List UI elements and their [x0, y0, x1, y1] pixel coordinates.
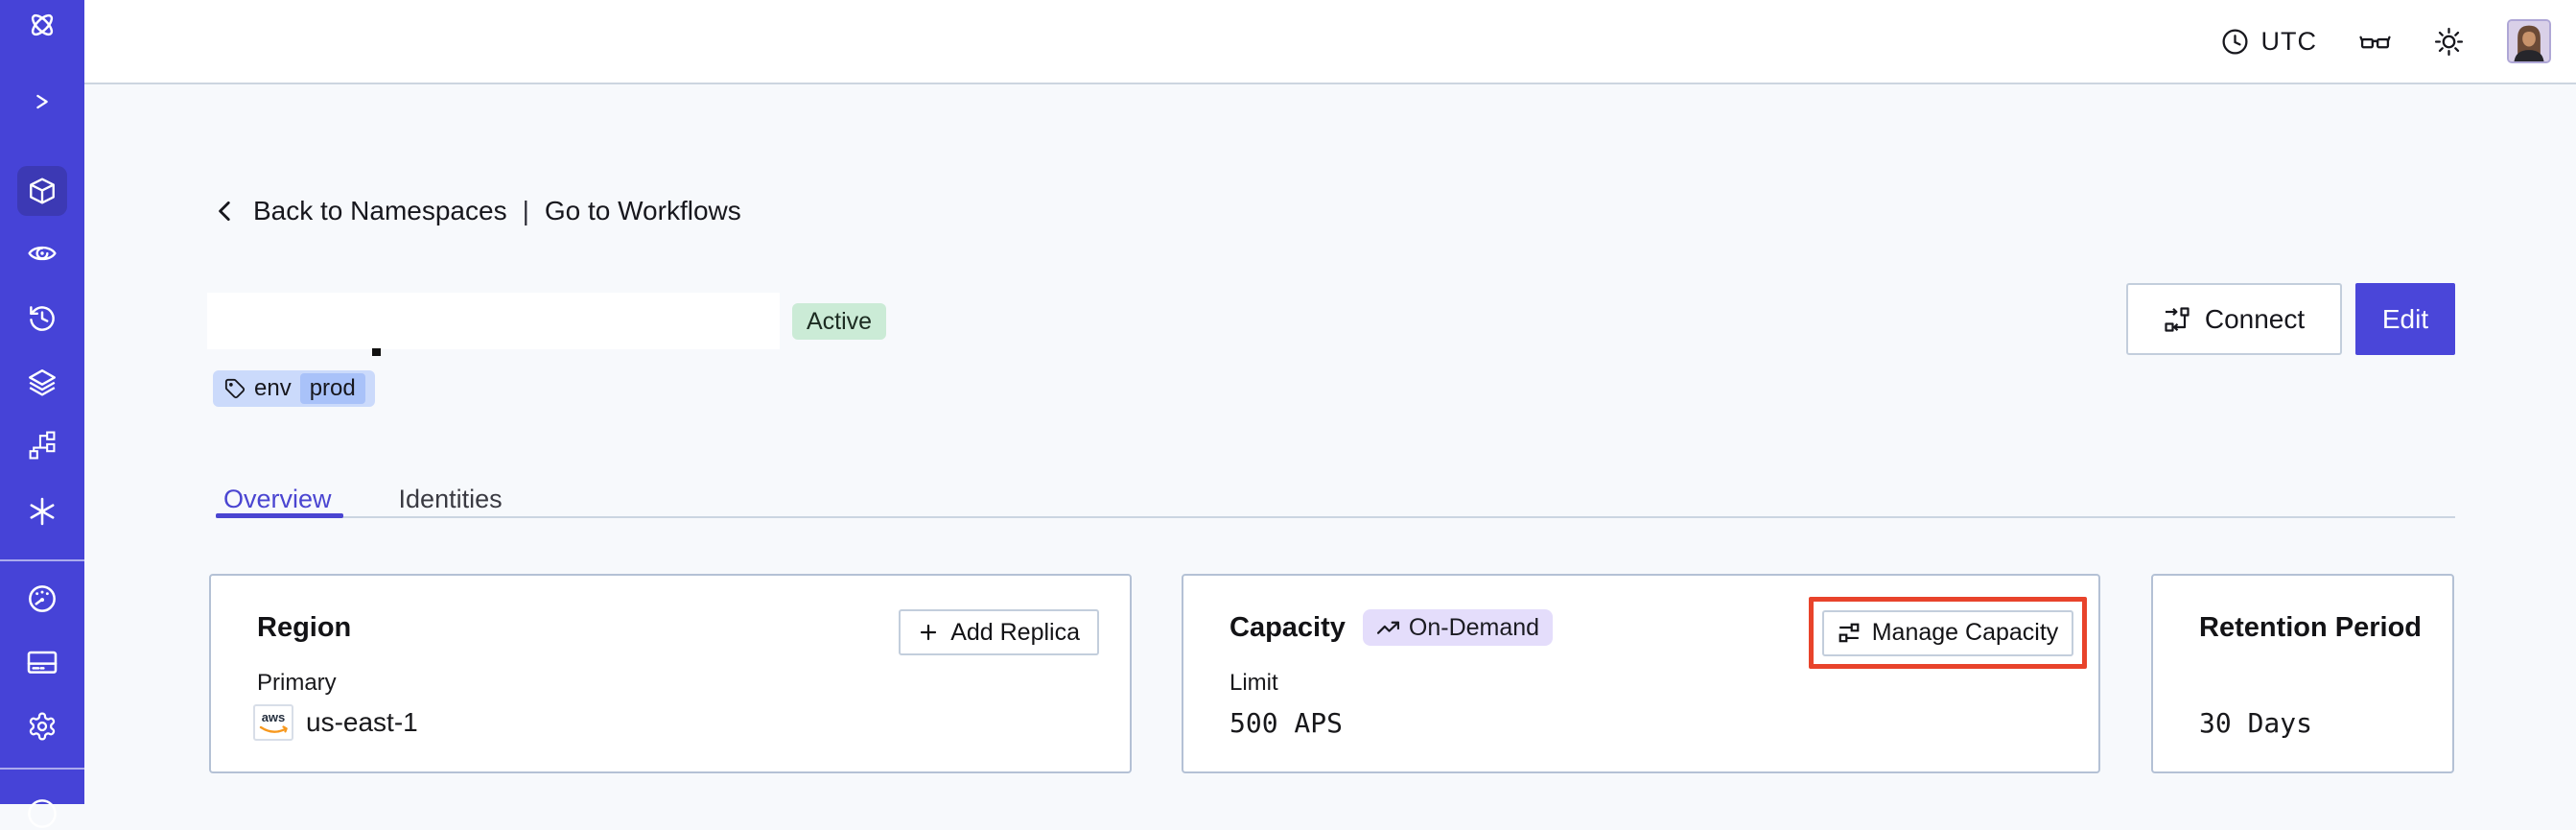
tab-overview[interactable]: Overview — [223, 485, 332, 513]
namespace-tag: env prod — [213, 370, 375, 407]
temporal-logo-icon[interactable] — [27, 10, 58, 40]
status-badge: Active — [792, 303, 887, 340]
active-tab-underline — [216, 513, 343, 518]
capacity-value-row: 500 APS — [1229, 703, 1343, 742]
usage-gauge-icon[interactable] — [27, 583, 58, 614]
manage-capacity-button[interactable]: Manage Capacity — [1822, 609, 2073, 656]
ondemand-badge-label: On-Demand — [1408, 613, 1540, 641]
aws-logo-text: aws — [262, 710, 286, 724]
chevron-left-icon — [213, 199, 238, 224]
billing-card-icon[interactable] — [27, 647, 58, 677]
retention-value: 30 Days — [2199, 706, 2313, 739]
capacity-card-title: Capacity — [1229, 611, 1346, 643]
namespace-title-redacted — [207, 293, 780, 349]
back-to-namespaces-link[interactable]: Back to Namespaces — [253, 196, 507, 225]
trending-up-icon — [1376, 616, 1400, 640]
capacity-card: Capacity On-Demand Manage Capacity Limit… — [1182, 574, 2100, 773]
action-highlight-annotation: Manage Capacity — [1809, 597, 2087, 669]
add-replica-button[interactable]: Add Replica — [899, 609, 1099, 655]
edit-button[interactable]: Edit — [2355, 283, 2455, 355]
region-card: Region Add Replica Primary aws us-east-1 — [209, 574, 1132, 773]
breadcrumb: Back to Namespaces | Go to Workflows — [213, 196, 741, 226]
nexus-asterisk-icon[interactable] — [28, 497, 58, 527]
tab-bar-divider — [216, 516, 2455, 518]
sidebar-divider — [0, 768, 84, 770]
retention-card-title: Retention Period — [2199, 612, 2423, 643]
add-replica-label: Add Replica — [950, 618, 1080, 646]
settings-gear-icon[interactable] — [27, 711, 58, 742]
batch-pipeline-icon[interactable] — [28, 431, 58, 461]
timezone-label: UTC — [2260, 26, 2317, 56]
edit-button-label: Edit — [2381, 303, 2429, 334]
plus-icon — [918, 622, 939, 643]
capacity-value: 500 APS — [1229, 706, 1344, 739]
go-to-workflows-link[interactable]: Go to Workflows — [544, 196, 741, 225]
user-avatar[interactable] — [2507, 19, 2551, 63]
deployments-layers-icon[interactable] — [27, 368, 58, 398]
breadcrumb-separator: | — [522, 196, 529, 225]
region-value-row: aws us-east-1 — [253, 703, 418, 742]
retention-value-row: 30 Days — [2199, 703, 2312, 742]
namespaces-cube-icon[interactable] — [27, 176, 58, 206]
tag-key: env — [254, 375, 292, 401]
expand-sidebar-chevron-icon[interactable] — [29, 88, 56, 115]
region-primary-label: Primary — [257, 670, 337, 696]
retention-card: Retention Period 30 Days — [2151, 574, 2454, 773]
tag-value-chip: prod — [299, 373, 365, 404]
connect-flow-icon — [2164, 306, 2190, 333]
sidebar-divider — [0, 559, 84, 561]
region-value: us-east-1 — [306, 707, 418, 737]
manage-capacity-label: Manage Capacity — [1871, 619, 2059, 646]
help-circle-icon[interactable] — [26, 797, 59, 830]
tab-identities[interactable]: Identities — [398, 485, 503, 513]
status-badge-label: Active — [807, 307, 873, 335]
tag-icon — [224, 378, 246, 399]
aws-logo-icon: aws — [253, 704, 293, 741]
sliders-icon — [1838, 622, 1861, 645]
capacity-limit-label: Limit — [1229, 670, 1278, 696]
brightness-icon[interactable] — [2433, 26, 2465, 58]
glasses-icon[interactable] — [2359, 26, 2391, 58]
connect-button-label: Connect — [2204, 303, 2306, 334]
clock-icon — [2220, 27, 2250, 57]
connect-button[interactable]: Connect — [2126, 283, 2342, 355]
ondemand-badge: On-Demand — [1362, 609, 1554, 646]
workflows-eye-icon[interactable] — [27, 238, 58, 269]
namespace-title-remnant — [372, 348, 381, 356]
topbar: UTC — [84, 0, 2576, 84]
timezone-button[interactable]: UTC — [2220, 27, 2318, 57]
sidebar-nav — [0, 0, 84, 828]
capacity-title-row: Capacity On-Demand — [1229, 608, 1554, 647]
region-card-title: Region — [257, 612, 352, 643]
schedules-history-icon[interactable] — [28, 304, 58, 334]
tab-bar: Overview Identities — [216, 485, 510, 514]
